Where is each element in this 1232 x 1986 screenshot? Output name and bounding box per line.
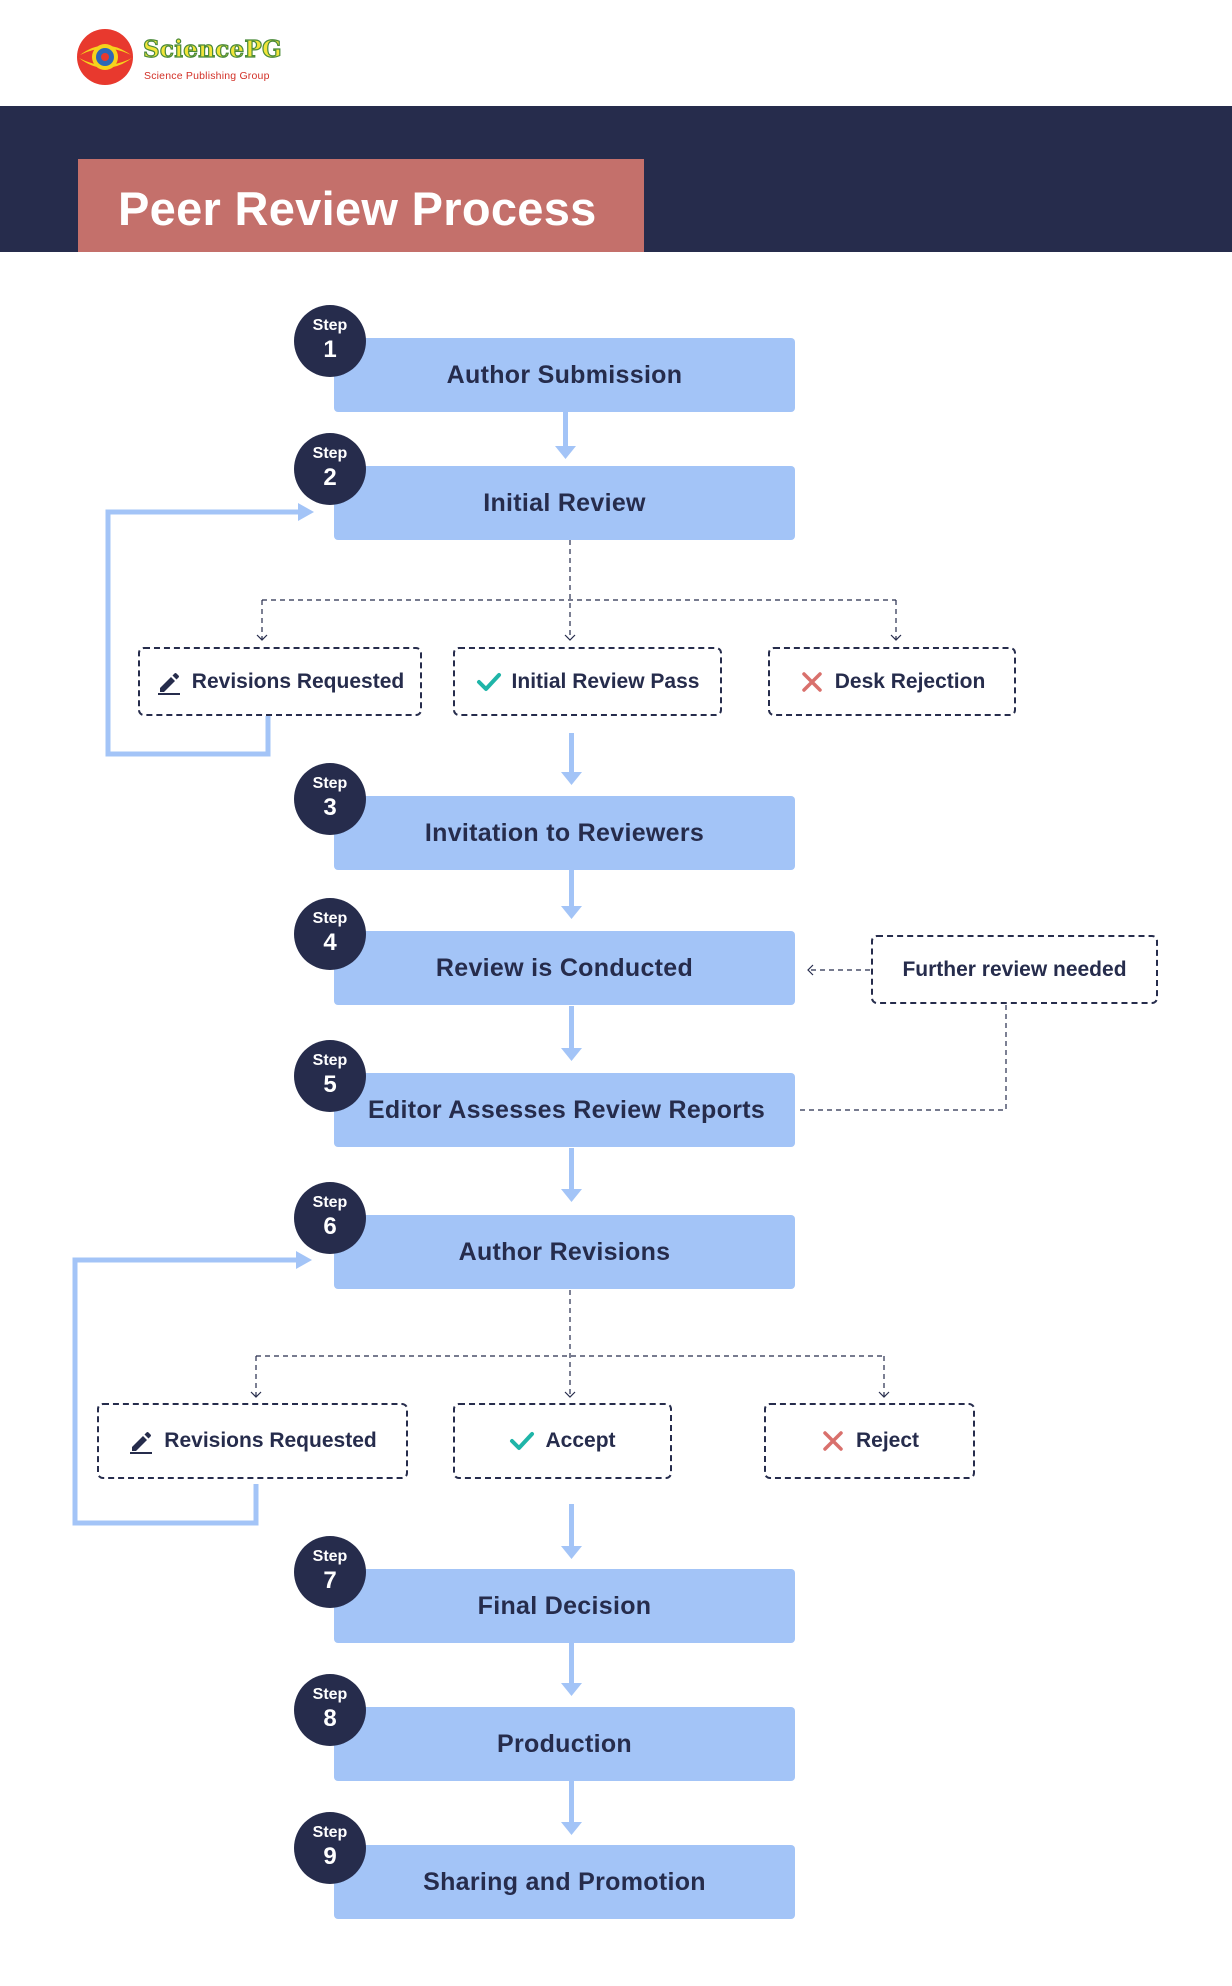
outcome-label: Revisions Requested	[191, 669, 405, 693]
further-review-label: Further review needed	[902, 957, 1127, 981]
step-box-final-decision: Final Decision	[334, 1569, 795, 1643]
outcome-initial-review-pass: Initial Review Pass	[453, 647, 722, 716]
step-label: Production	[497, 1730, 632, 1758]
step-badge-7: Step 7	[294, 1536, 366, 1608]
cross-icon	[823, 1431, 843, 1451]
step-badge-5: Step 5	[294, 1040, 366, 1112]
pen-icon	[157, 672, 180, 695]
step-badge-3: Step 3	[294, 763, 366, 835]
pen-icon	[130, 1432, 153, 1454]
outcome-revisions-requested-2: Revisions Requested	[97, 1403, 408, 1479]
title-box: Peer Review Process	[78, 159, 644, 252]
step-number: 6	[323, 1213, 337, 1240]
step-badge-1: Step 1	[294, 305, 366, 377]
step-word: Step	[312, 1824, 348, 1841]
step-label: Author Revisions	[458, 1238, 671, 1266]
step-word: Step	[312, 1052, 348, 1069]
step-number: 9	[323, 1843, 337, 1870]
page-title: Peer Review Process	[118, 182, 597, 235]
step-badge-8: Step 8	[294, 1674, 366, 1746]
step-label: Sharing and Promotion	[423, 1868, 706, 1896]
logo-area: SciencePG Science Publishing Group	[0, 0, 1232, 106]
step-box-initial-review: Initial Review	[334, 466, 795, 540]
brand-tagline: Science Publishing Group	[144, 70, 270, 82]
outcome-revisions-requested: Revisions Requested	[138, 647, 422, 716]
step-label: Author Submission	[446, 361, 683, 389]
step-badge-2: Step 2	[294, 433, 366, 505]
outcome-label: Revisions Requested	[164, 1429, 377, 1452]
step-box-editor-assesses: Editor Assesses Review Reports	[334, 1073, 795, 1147]
step-word: Step	[312, 1686, 348, 1703]
step-number: 5	[323, 1071, 337, 1098]
outcome-label: Reject	[855, 1429, 920, 1452]
check-icon	[510, 1432, 535, 1450]
outcome-reject: Reject	[764, 1403, 975, 1479]
step-box-author-submission: Author Submission	[334, 338, 795, 412]
step-word: Step	[312, 445, 348, 462]
check-icon	[476, 672, 501, 691]
further-review-needed-box: Further review needed	[871, 935, 1158, 1004]
step-number: 8	[323, 1705, 337, 1732]
step-number: 2	[323, 464, 337, 491]
step-number: 4	[323, 929, 337, 956]
step-badge-6: Step 6	[294, 1182, 366, 1254]
step-label: Editor Assesses Review Reports	[367, 1096, 766, 1124]
step-label: Initial Review	[483, 489, 646, 517]
step-number: 1	[323, 336, 337, 363]
outcome-label: Desk Rejection	[834, 669, 986, 693]
step-box-production: Production	[334, 1707, 795, 1781]
step-word: Step	[312, 775, 348, 792]
step-box-invitation-to-reviewers: Invitation to Reviewers	[334, 796, 795, 870]
step-word: Step	[312, 910, 348, 927]
step-box-author-revisions: Author Revisions	[334, 1215, 795, 1289]
step-number: 7	[323, 1567, 337, 1594]
sciencepg-logo-icon	[77, 29, 133, 85]
brand-name: SciencePG	[142, 35, 282, 63]
outcome-accept: Accept	[453, 1403, 672, 1479]
outcome-label: Accept	[545, 1429, 616, 1452]
cross-icon	[801, 671, 822, 692]
step-word: Step	[312, 1194, 348, 1211]
step-word: Step	[312, 317, 348, 334]
step-word: Step	[312, 1548, 348, 1565]
step-badge-4: Step 4	[294, 898, 366, 970]
step-box-sharing-promotion: Sharing and Promotion	[334, 1845, 795, 1919]
step-number: 3	[323, 794, 337, 821]
step-box-review-conducted: Review is Conducted	[334, 931, 795, 1005]
outcome-desk-rejection: Desk Rejection	[768, 647, 1016, 716]
outcome-label: Initial Review Pass	[511, 669, 700, 693]
step-label: Invitation to Reviewers	[424, 819, 705, 847]
step-badge-9: Step 9	[294, 1812, 366, 1884]
step-label: Final Decision	[477, 1592, 652, 1620]
step-label: Review is Conducted	[435, 954, 694, 982]
